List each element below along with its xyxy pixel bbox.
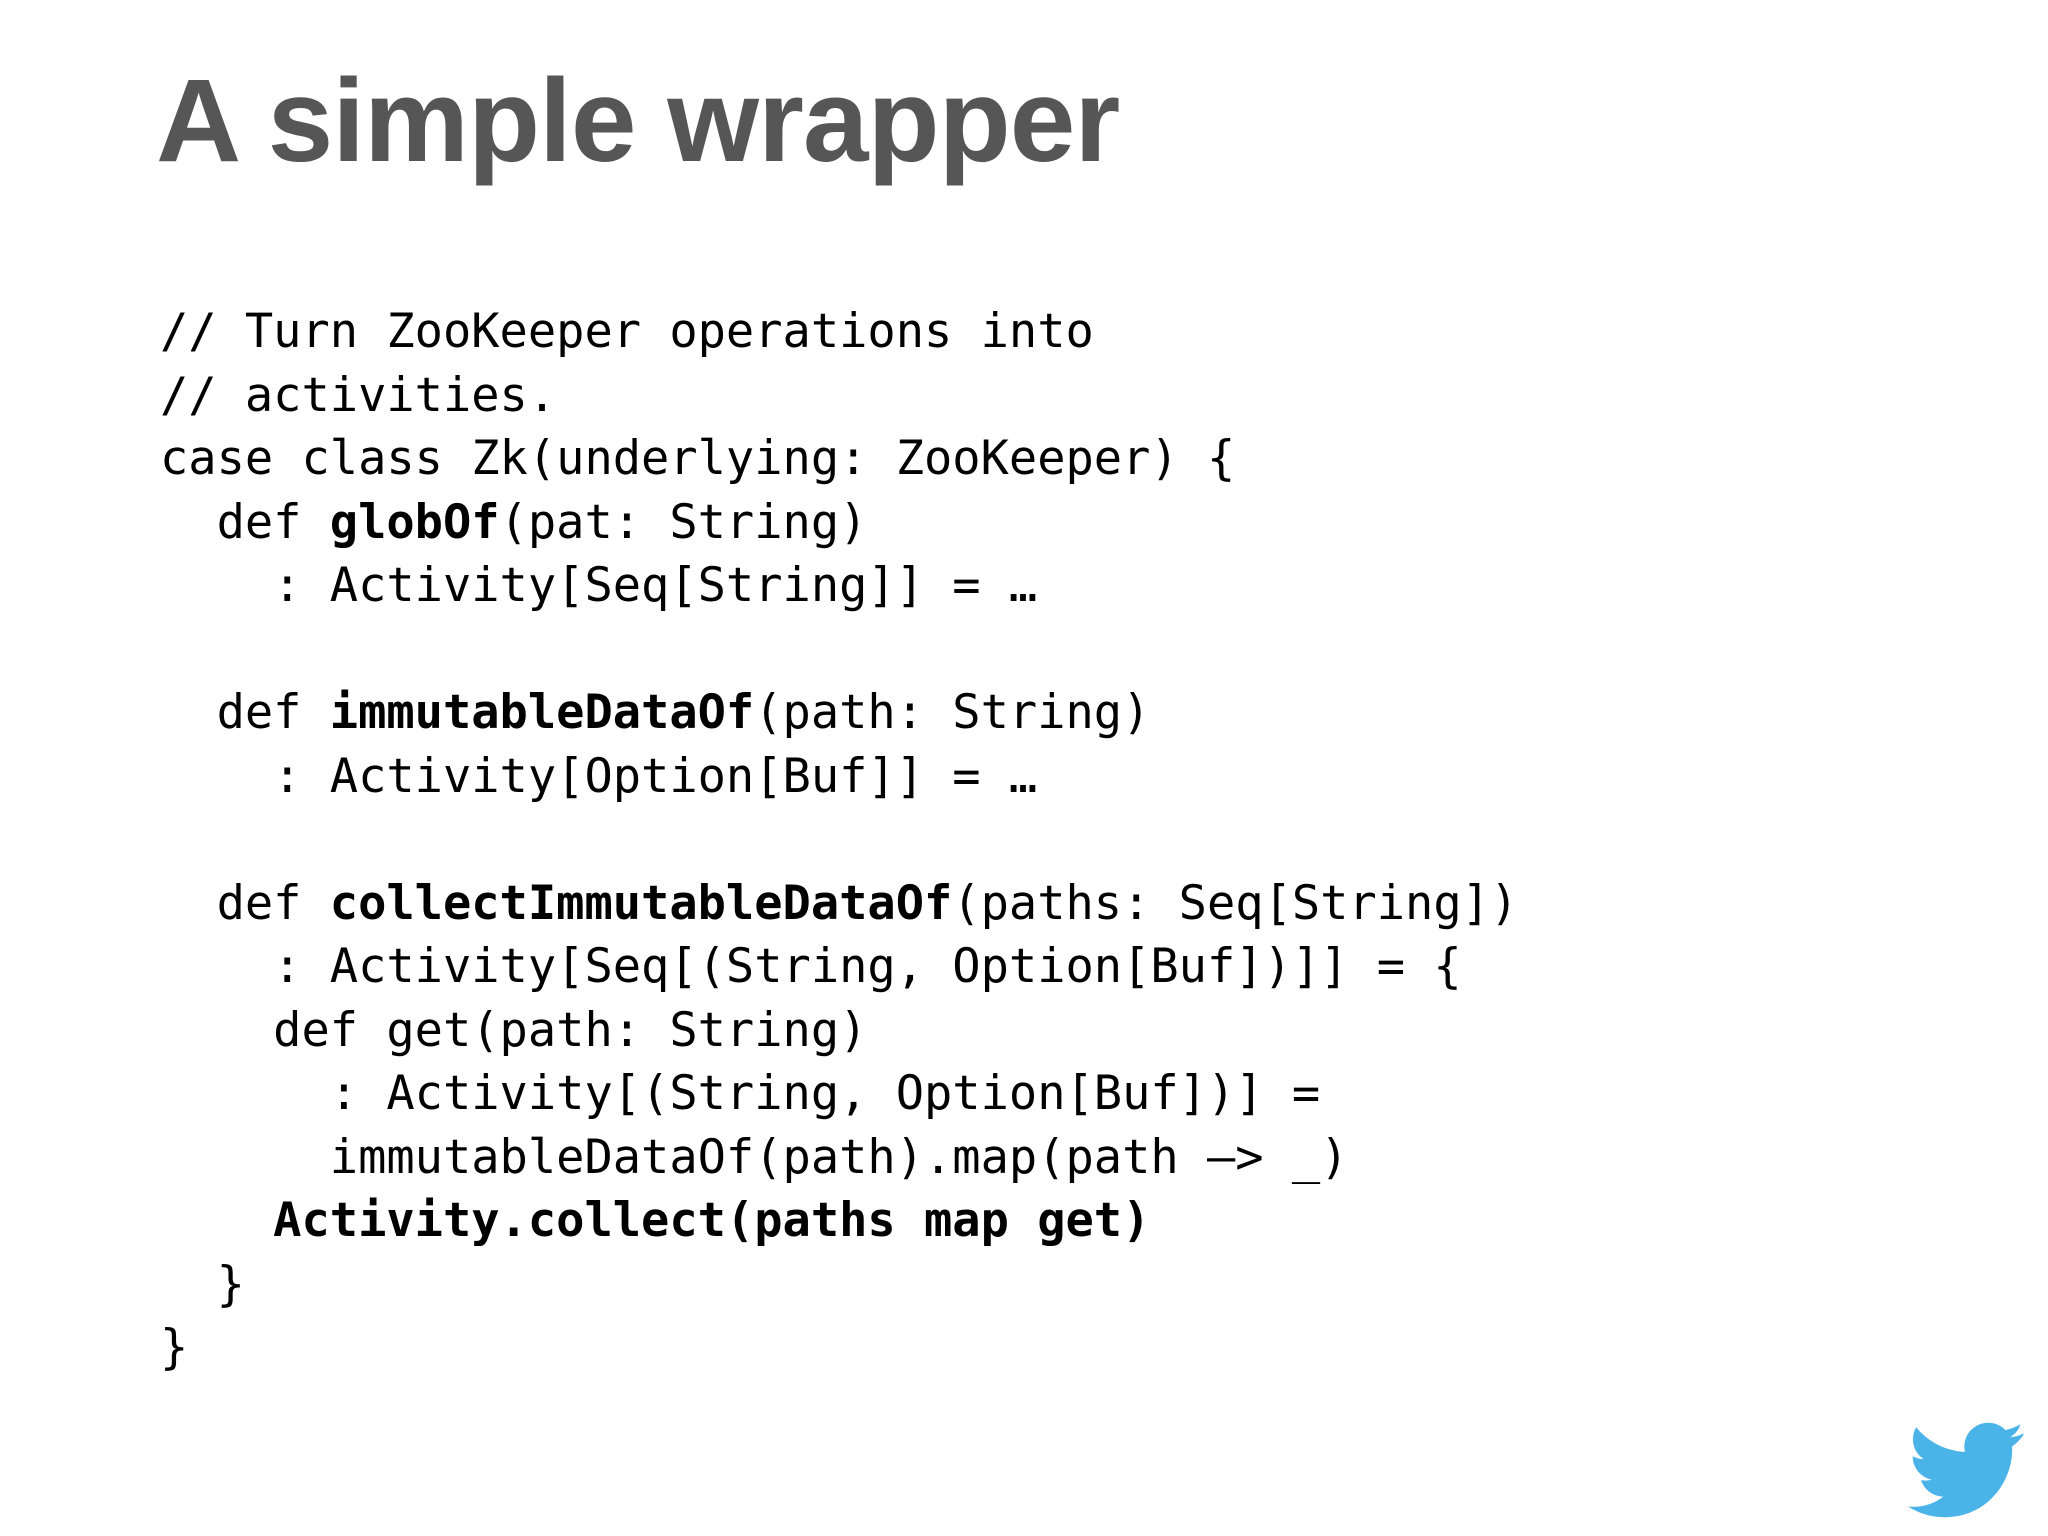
code-line: def immutableDataOf(path: String) bbox=[160, 681, 1518, 745]
code-token: (path: String) bbox=[754, 685, 1151, 740]
code-token: case class Zk(underlying: ZooKeeper) { bbox=[160, 431, 1236, 486]
code-line: case class Zk(underlying: ZooKeeper) { bbox=[160, 427, 1518, 491]
code-line bbox=[160, 618, 1518, 682]
code-line: def get(path: String) bbox=[160, 999, 1518, 1063]
code-token: } bbox=[160, 1320, 189, 1375]
code-block: // Turn ZooKeeper operations into // acti… bbox=[160, 300, 1518, 1380]
code-token: : Activity[Option[Buf]] = … bbox=[160, 748, 1038, 804]
code-line: // Turn ZooKeeper operations into bbox=[160, 300, 1518, 364]
code-token: // Turn ZooKeeper operations into bbox=[160, 304, 1094, 359]
code-token-emphasis: collectImmutableDataOf bbox=[329, 875, 953, 931]
code-line: } bbox=[160, 1253, 1518, 1317]
code-token: : Activity[(String, Option[Buf])] = bbox=[160, 1066, 1321, 1121]
code-line: } bbox=[160, 1316, 1518, 1380]
code-line: : Activity[Seq[(String, Option[Buf])]] =… bbox=[160, 935, 1518, 999]
code-token: def bbox=[160, 875, 330, 931]
code-line: : Activity[Seq[String]] = … bbox=[160, 554, 1518, 618]
code-line: def collectImmutableDataOf(paths: Seq[St… bbox=[160, 872, 1519, 936]
code-token: def get(path: String) bbox=[160, 1002, 868, 1058]
code-blank-line bbox=[160, 618, 188, 682]
code-token: def bbox=[160, 685, 330, 740]
code-line: // activities. bbox=[160, 364, 1518, 428]
code-token-emphasis: globOf bbox=[329, 494, 500, 550]
code-token: (pat: String) bbox=[499, 494, 868, 550]
code-line: : Activity[(String, Option[Buf])] = bbox=[160, 1062, 1518, 1126]
code-line bbox=[160, 808, 1518, 872]
code-token: (paths: Seq[String]) bbox=[952, 875, 1519, 931]
code-token: : Activity[Seq[String]] = … bbox=[160, 558, 1038, 613]
twitter-bird-icon bbox=[1908, 1420, 2026, 1518]
code-token: } bbox=[160, 1256, 245, 1312]
code-token: // activities. bbox=[160, 367, 557, 423]
code-line: def globOf(pat: String) bbox=[160, 491, 1518, 555]
code-line: : Activity[Option[Buf]] = … bbox=[160, 745, 1518, 809]
code-token-emphasis: immutableDataOf bbox=[329, 685, 755, 740]
code-token: def bbox=[160, 494, 330, 550]
code-token-emphasis: Activity.collect(paths map get) bbox=[160, 1193, 1151, 1248]
code-token: immutableDataOf(path).map(path –> _) bbox=[160, 1129, 1349, 1185]
code-line: Activity.collect(paths map get) bbox=[160, 1189, 1518, 1253]
page-title: A simple wrapper bbox=[156, 55, 1120, 187]
code-blank-line bbox=[160, 808, 188, 872]
code-token: : Activity[Seq[(String, Option[Buf])]] =… bbox=[160, 939, 1462, 994]
code-line: immutableDataOf(path).map(path –> _) bbox=[160, 1126, 1518, 1190]
